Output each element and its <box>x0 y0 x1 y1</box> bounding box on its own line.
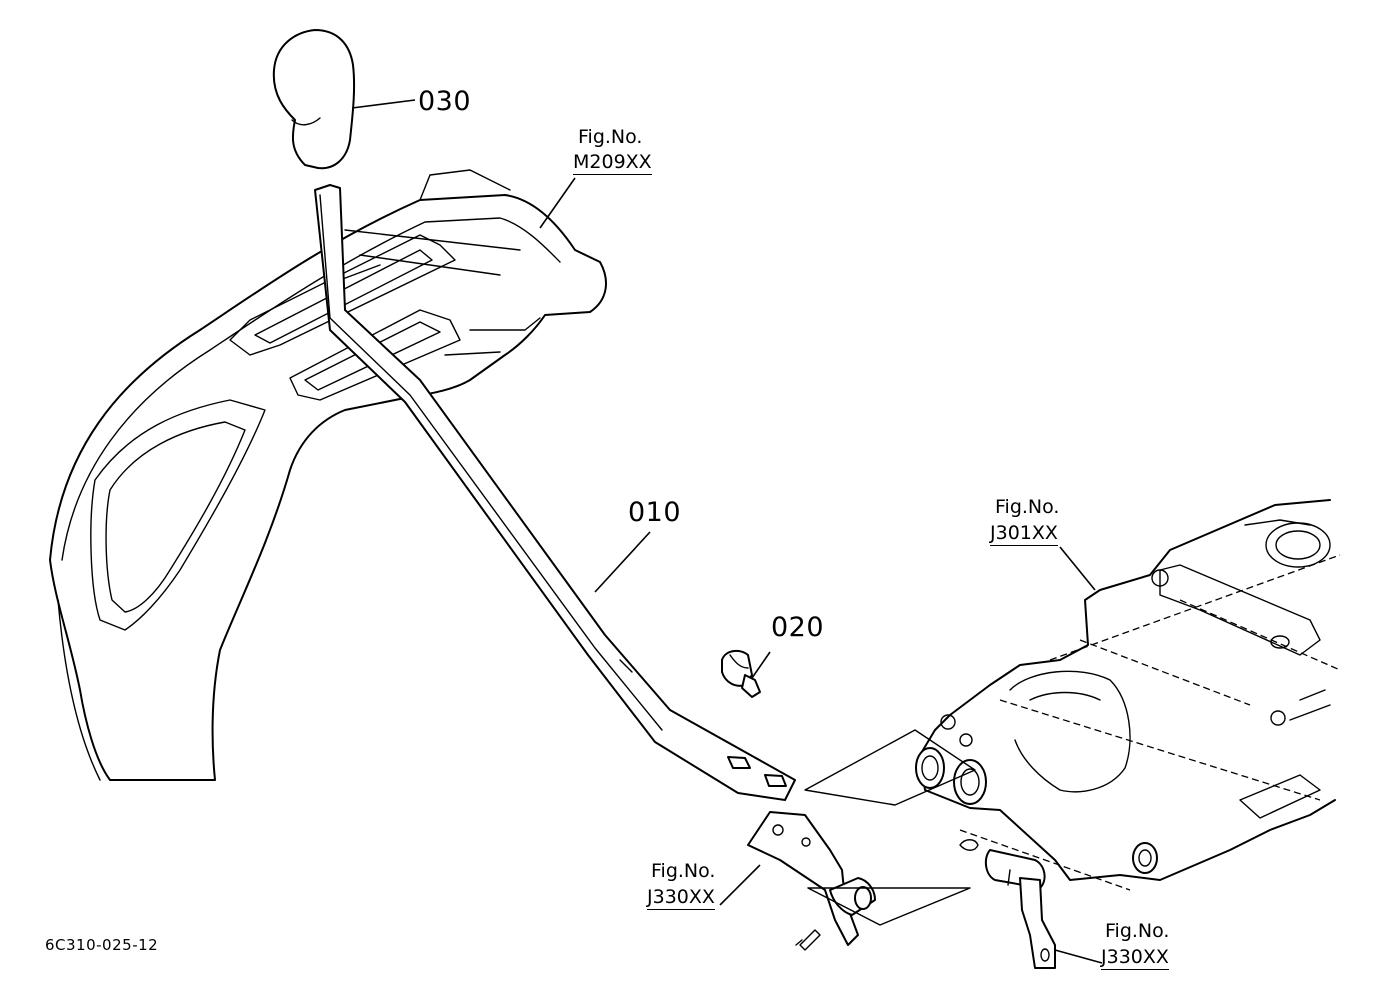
leader-m209 <box>539 177 576 229</box>
fender-lever-guide <box>49 169 607 781</box>
fig-label-m209: Fig.No. <box>578 126 643 148</box>
knob-030-drawing <box>272 29 356 170</box>
small-bracket-j330-drawing <box>959 839 1056 969</box>
part-number-030: 030 <box>418 86 472 117</box>
fig-ref-j330-b: J330XX <box>1101 946 1169 970</box>
leader-010 <box>594 531 651 593</box>
bracket-j330-drawing <box>747 811 971 951</box>
leader-j330-a <box>719 864 761 906</box>
fig-ref-j330-a: J330XX <box>647 886 715 910</box>
leader-020 <box>751 651 771 679</box>
part-number-010: 010 <box>628 497 682 528</box>
fig-label-j330-a: Fig.No. <box>651 860 716 882</box>
fig-ref-m209: M209XX <box>573 151 652 175</box>
fig-ref-j301: J301XX <box>990 522 1058 546</box>
control-valve-housing-drawing <box>915 499 1341 891</box>
leader-j330-b <box>1054 949 1103 964</box>
fig-label-j301: Fig.No. <box>995 496 1060 518</box>
leader-030 <box>351 99 416 109</box>
drawing-code: 6C310-025-12 <box>45 936 159 954</box>
fig-label-j330-b: Fig.No. <box>1105 920 1170 942</box>
leader-j301 <box>1059 546 1096 591</box>
assembly-projection-line <box>804 729 976 806</box>
bolt-020-drawing <box>721 649 761 698</box>
part-number-020: 020 <box>771 612 825 643</box>
lever-010-drawing <box>314 184 796 801</box>
